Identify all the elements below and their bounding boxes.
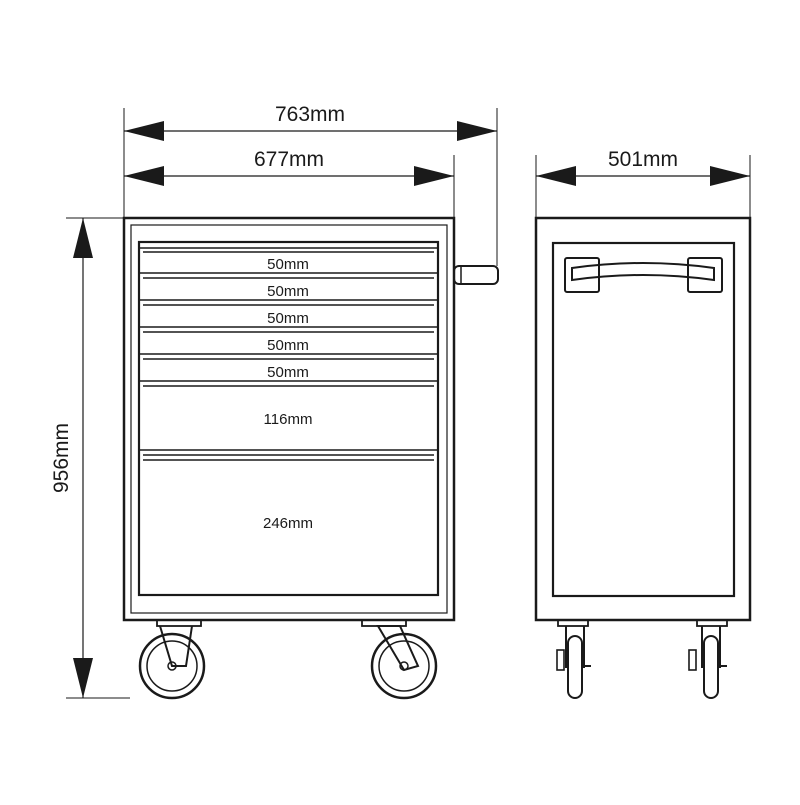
- dim-label-depth: 501mm: [608, 148, 678, 171]
- drawer-frame: [137, 240, 440, 597]
- drawer-label: 246mm: [263, 515, 313, 532]
- dim-label-height: 956mm: [50, 423, 73, 493]
- caster-plate-left: [156, 619, 202, 627]
- caster-left: [138, 625, 206, 700]
- drawer-label: 50mm: [267, 310, 309, 327]
- caster-plate-side-right: [696, 619, 728, 627]
- caster-right: [370, 625, 438, 700]
- front-view: [122, 216, 499, 700]
- drawer-label: 50mm: [267, 256, 309, 273]
- dimension-lines: [66, 108, 751, 699]
- drawer-label: 116mm: [264, 411, 313, 428]
- drawer-label: 50mm: [267, 364, 309, 381]
- drawer-labels: 50mm 50mm 50mm 50mm 50mm 116mm 246mm: [263, 256, 313, 532]
- cabinet-front-outline: [122, 216, 456, 622]
- dim-label-body-width: 677mm: [254, 148, 324, 171]
- dim-label-overall-width: 763mm: [275, 103, 345, 126]
- drawer-label: 50mm: [267, 283, 309, 300]
- caster-side-right: [688, 626, 727, 699]
- side-view: [534, 216, 752, 699]
- cabinet-side-outline: [534, 216, 752, 622]
- caster-side-left: [556, 626, 591, 699]
- caster-plate-side-left: [557, 619, 589, 627]
- drawer-label: 50mm: [267, 337, 309, 354]
- cabinet-front-inner: [130, 224, 448, 614]
- top-handle: [564, 257, 723, 293]
- cabinet-side-panel: [551, 241, 736, 598]
- drawer-separators: [139, 247, 438, 461]
- side-handle: [453, 265, 499, 285]
